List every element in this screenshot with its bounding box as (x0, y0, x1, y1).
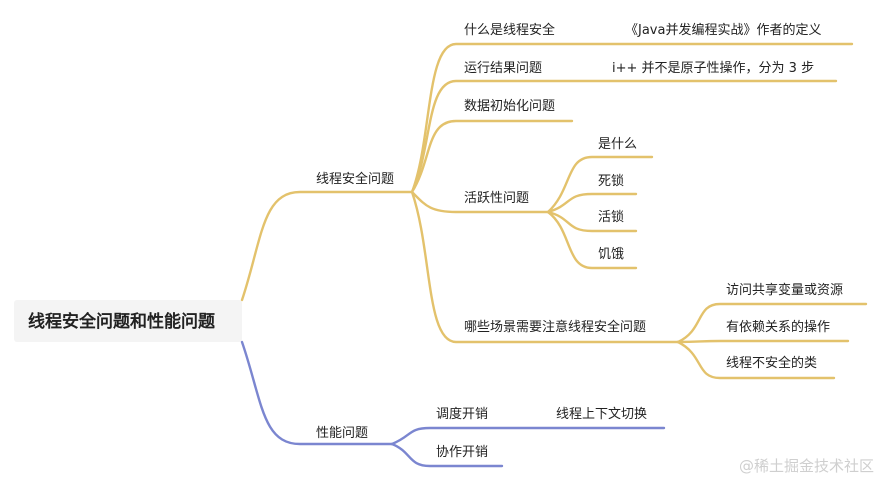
note-definition: 《Java并发编程实战》作者的定义 (625, 23, 822, 38)
link-liveness-item-3 (546, 210, 638, 270)
root-node-label: 线程安全问题和性能问题 (28, 312, 215, 332)
link-root-performance (240, 340, 394, 446)
scene-item-unsafe-class[interactable]: 线程不安全的类 (726, 356, 818, 371)
root-node-box[interactable] (14, 300, 242, 342)
branch-safety[interactable]: 线程安全问题 (316, 172, 395, 187)
link-safety-scenes (410, 190, 680, 344)
liveness-item-livelock[interactable]: 活锁 (598, 210, 625, 225)
link-perf-schedule (390, 426, 666, 446)
liveness-item-starvation[interactable]: 饥饿 (598, 247, 625, 262)
scene-item-shared-variable[interactable]: 访问共享变量或资源 (726, 283, 844, 298)
link-liveness-item-0 (546, 155, 654, 214)
link-scenes-item-2 (676, 340, 836, 380)
scene-item-dependent-ops[interactable]: 有依赖关系的操作 (726, 320, 831, 335)
node-what-is-thread-safety[interactable]: 什么是线程安全 (464, 23, 556, 38)
liveness-item-what[interactable]: 是什么 (598, 137, 638, 152)
node-collab-cost[interactable]: 协作开销 (436, 445, 489, 460)
link-scenes-item-1 (676, 339, 850, 344)
link-safety-result (410, 79, 838, 194)
node-liveness[interactable]: 活跃性问题 (464, 191, 530, 206)
link-root-safety (240, 190, 414, 302)
branch-performance[interactable]: 性能问题 (316, 426, 369, 441)
link-scenes-item-0 (676, 302, 868, 344)
link-liveness-item-2 (546, 210, 638, 233)
link-safety-what (410, 42, 854, 194)
node-scenes[interactable]: 哪些场景需要注意线程安全问题 (464, 320, 647, 335)
link-perf-collab (390, 442, 504, 468)
link-safety-liveness (410, 190, 550, 214)
node-data-init[interactable]: 数据初始化问题 (464, 99, 556, 114)
watermark: @稀土掘金技术社区 (738, 457, 874, 475)
node-schedule-cost[interactable]: 调度开销 (436, 407, 489, 422)
liveness-item-deadlock[interactable]: 死锁 (598, 174, 625, 189)
link-liveness-item-1 (546, 192, 638, 214)
note-context-switch: 线程上下文切换 (556, 407, 648, 422)
note-i-plus-plus: i++ 并不是原子性操作，分为 3 步 (612, 61, 815, 76)
link-safety-init (410, 119, 574, 194)
node-run-result[interactable]: 运行结果问题 (464, 61, 543, 76)
